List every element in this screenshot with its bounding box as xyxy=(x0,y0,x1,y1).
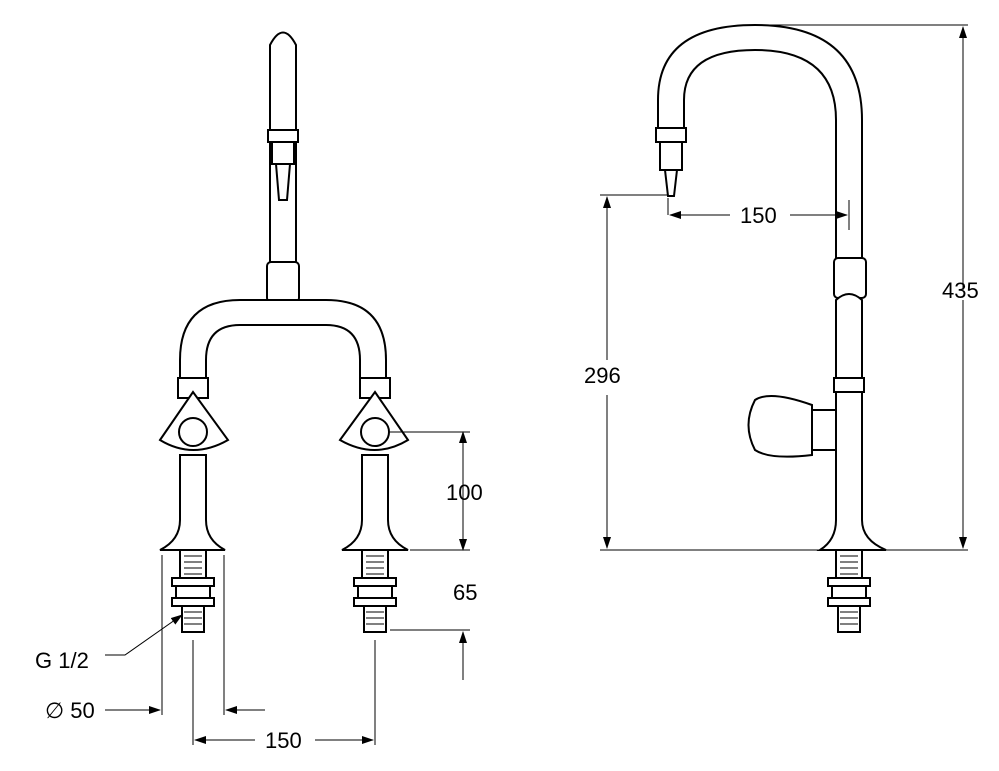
dim-spout-reach: 150 xyxy=(740,203,777,228)
dim-handle-to-base: 100 xyxy=(446,480,483,505)
right-valve xyxy=(338,377,410,633)
dim-thread-length: 65 xyxy=(453,580,477,605)
dim-center-distance: 150 xyxy=(265,728,302,753)
left-valve xyxy=(158,377,230,633)
dim-base-diameter: ∅ 50 xyxy=(45,698,95,723)
dim-thread-size: G 1/2 xyxy=(35,648,89,673)
double-faucet-front-view xyxy=(105,31,470,745)
dim-spout-height: 296 xyxy=(584,363,621,388)
dim-overall-height: 435 xyxy=(942,278,979,303)
gooseneck-faucet-side-view xyxy=(600,23,968,633)
